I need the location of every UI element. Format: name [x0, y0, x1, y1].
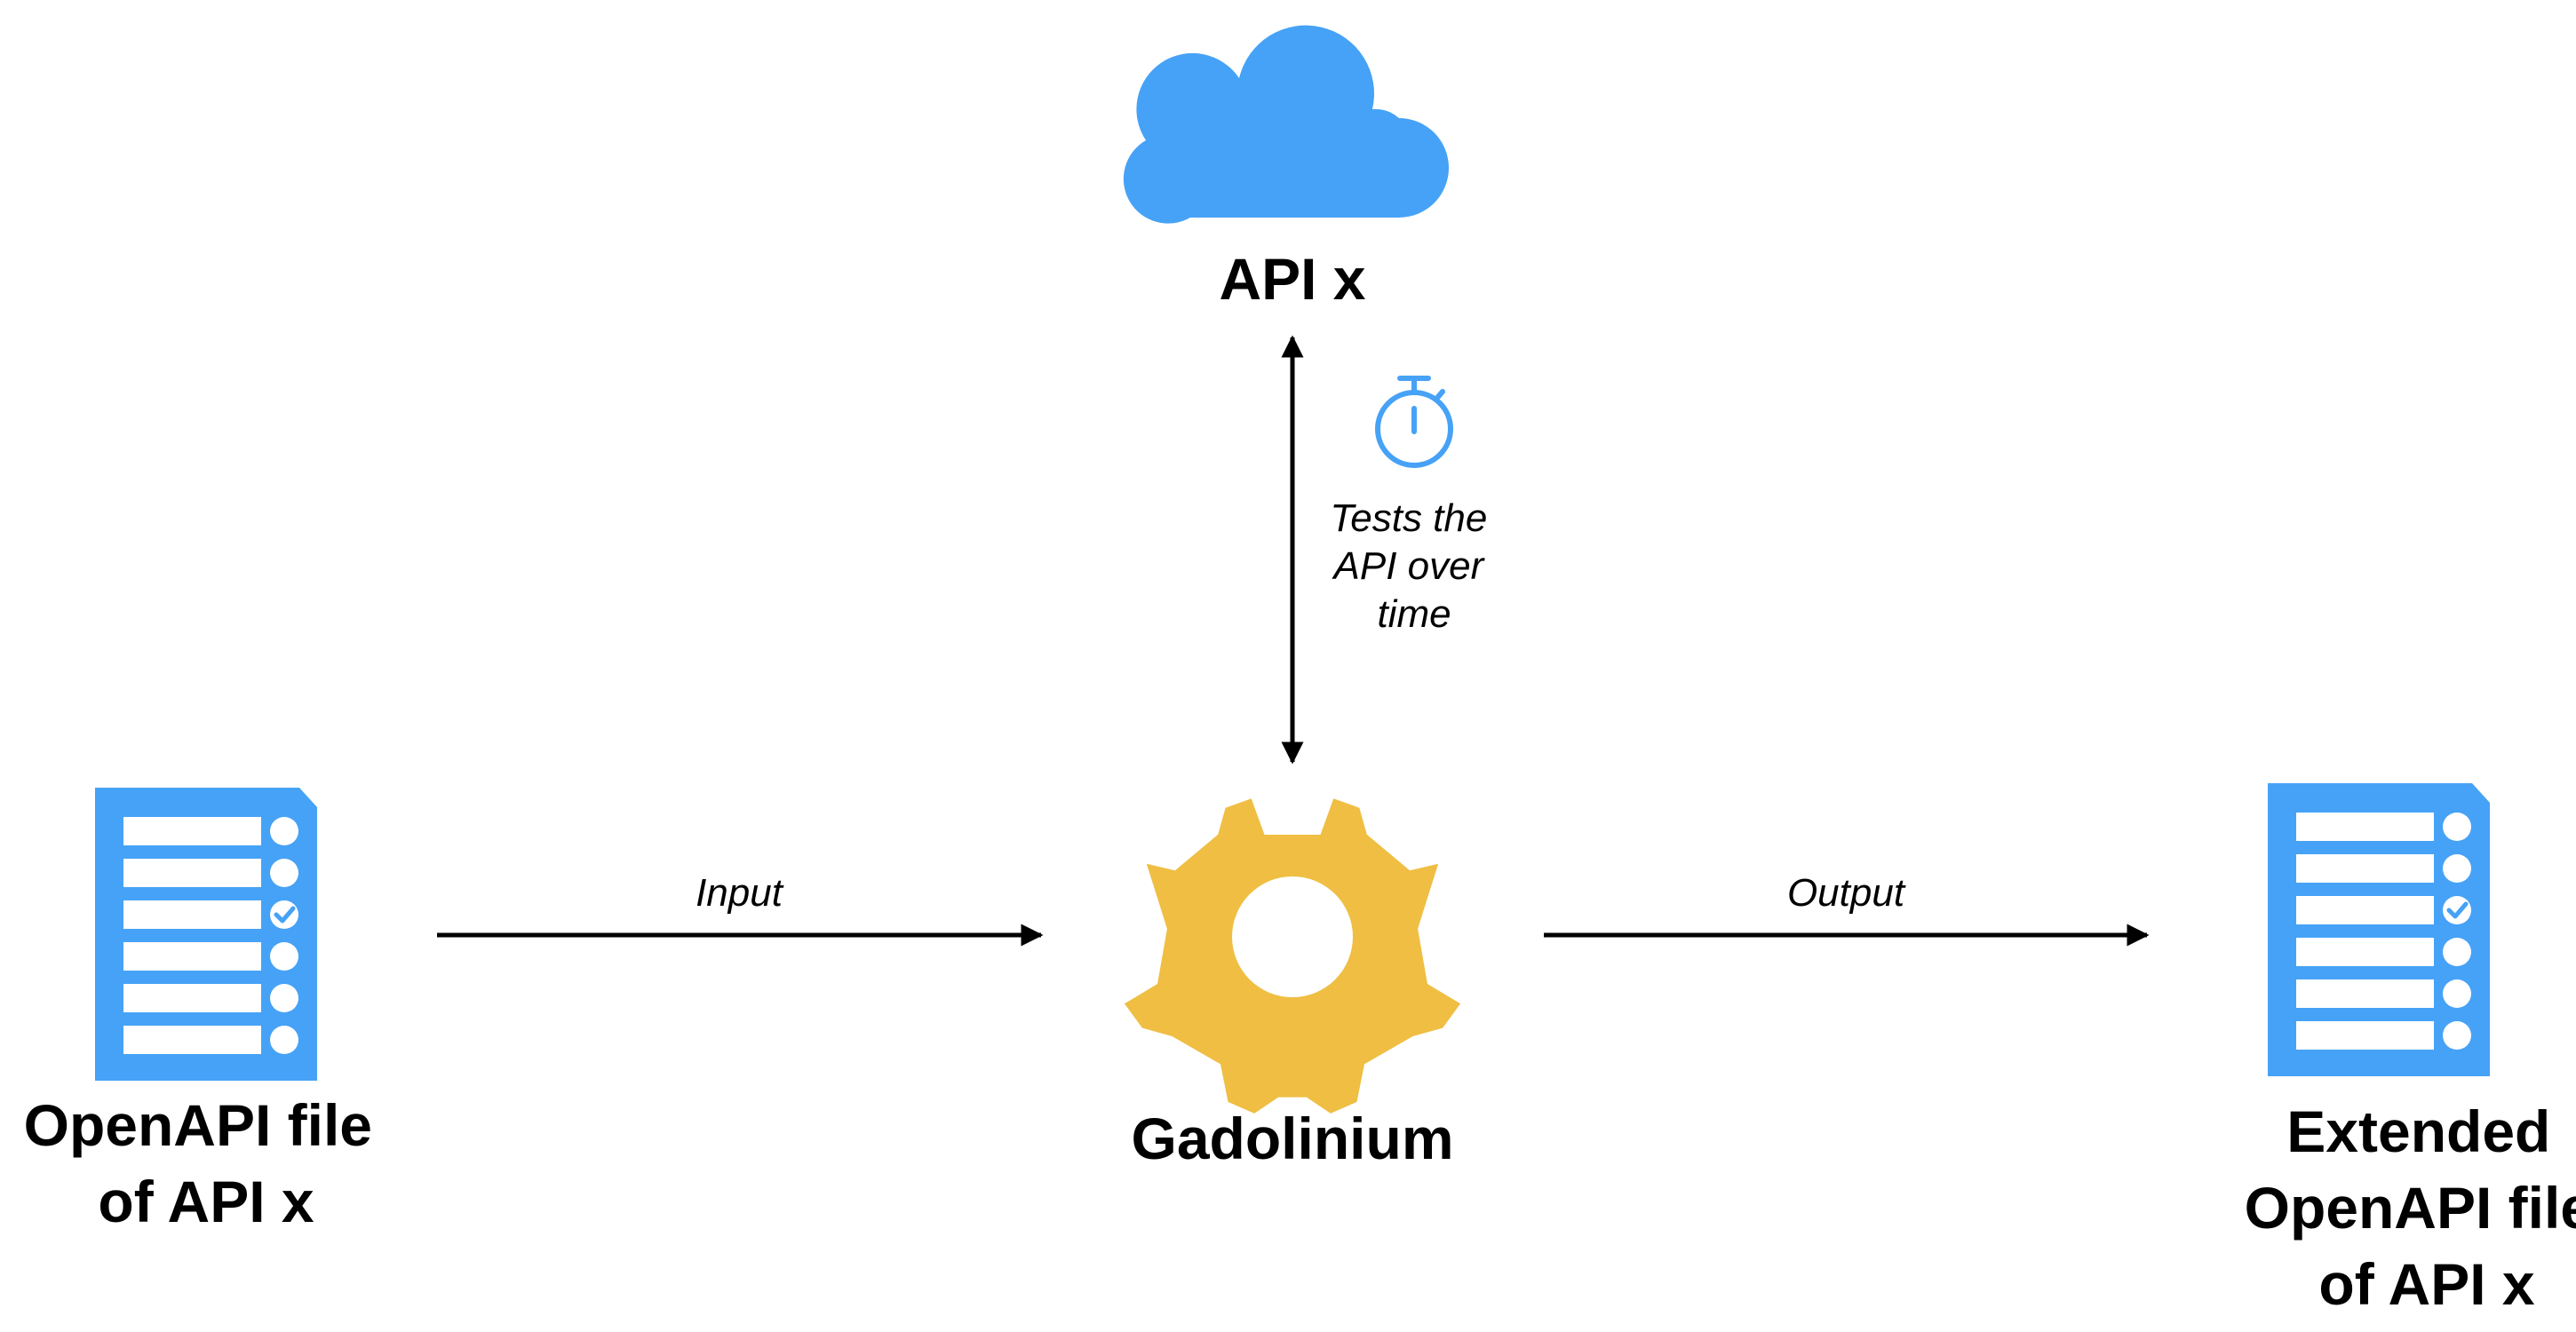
- node-output-file: Extended OpenAPI file of API x: [2245, 783, 2576, 1317]
- edge-test: Tests the API over time: [1281, 335, 1498, 765]
- node-processor: Gadolinium: [1124, 798, 1461, 1171]
- node-api-label: API x: [1219, 246, 1365, 312]
- document-checklist-icon: [95, 788, 317, 1081]
- cloud-icon: [1123, 25, 1449, 224]
- stopwatch-icon: [1375, 376, 1453, 468]
- edge-output-label: Output: [1787, 871, 1906, 915]
- edge-test-label: Tests the API over time: [1330, 496, 1498, 636]
- edge-input-label: Input: [696, 871, 784, 915]
- node-input-file-label: OpenAPI file of API x: [24, 1092, 389, 1234]
- gear-icon: [1124, 798, 1461, 1114]
- edge-input: Input: [437, 871, 1044, 947]
- node-api: API x: [1123, 25, 1449, 312]
- document-checklist-icon: [2268, 783, 2490, 1076]
- node-processor-label: Gadolinium: [1132, 1106, 1454, 1171]
- node-input-file: OpenAPI file of API x: [24, 788, 389, 1234]
- node-output-file-label: Extended OpenAPI file of API x: [2245, 1098, 2576, 1317]
- edge-output: Output: [1544, 871, 2150, 947]
